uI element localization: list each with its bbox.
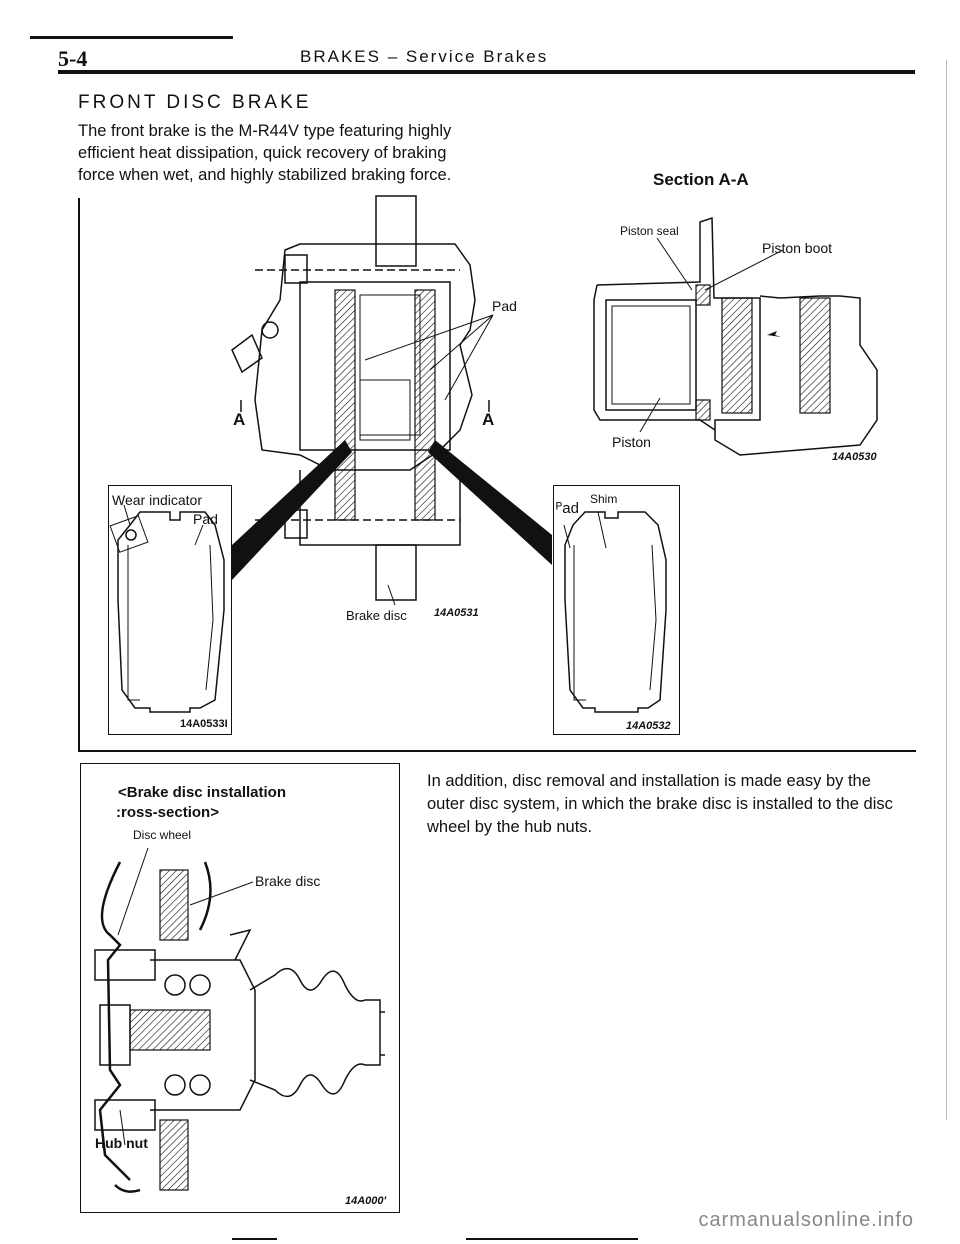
intro-line-1: The front brake is the M-R44V type featu… [78,122,452,140]
footer-rule-right [466,1238,638,1240]
piston-seal-label: Piston seal [620,224,679,238]
section-marker-right: A [482,410,495,429]
cross-section-title: <Brake disc installation :ross-section> [116,783,286,823]
cross-section-figure-code: 14A000' [345,1195,387,1207]
pad-left-figure-code: 14A0533I [180,718,228,730]
right-margin-rule [946,60,947,1120]
cross-section-brake-disc-label: Brake disc [255,873,321,889]
shim-label: Shim [590,492,618,506]
pad-left-label: Pad [193,511,218,527]
page-number: 5-4 [58,46,88,71]
header-title: BRAKES – Service Brakes [300,47,549,66]
cross-section-title-line-2: :ross-section> [116,804,219,821]
section-figure-code: 14A0530 [832,451,877,463]
figure-frame-bottom-rule [78,750,916,752]
body-text: In addition, disc removal and installati… [427,772,893,836]
footer-rule-left [232,1238,277,1240]
header-top-rule [30,36,233,39]
intro-paragraph: The front brake is the M-R44V type featu… [78,120,478,186]
piston-boot-label: Piston boot [762,240,833,256]
disc-wheel-label: Disc wheel [133,828,192,842]
pad-left-drawing [109,504,225,713]
section-a-a-drawing [593,216,878,456]
intro-line-3: force when wet, and highly stabilized br… [78,166,452,184]
hub-nut-label: Hub nut [95,1135,148,1151]
section-a-a-label: Section A-A [653,170,749,189]
section-marker-left: A [233,410,246,429]
section-heading: FRONT DISC BRAKE [78,92,312,113]
caliper-pad-label: Pad [492,298,517,314]
pad-right-label: ᴾad [556,500,579,517]
caliper-figure-code: 14A0531 [434,607,479,619]
intro-line-2: efficient heat dissipation, quick recove… [78,144,447,162]
brake-disc-label: Brake disc [346,608,407,623]
figure-frame-left-rule [78,198,80,750]
pad-right-figure-code: 14A0532 [626,720,671,732]
caliper-drawing [231,195,552,606]
piston-label: Piston [612,434,651,450]
pad-right-drawing [563,511,667,713]
footer-watermark: carmanualsonline.info [698,1209,914,1231]
wear-indicator-label: Wear indicator [112,492,203,508]
header-rule [58,70,915,74]
cross-section-title-line-1: <Brake disc installation [118,784,286,801]
